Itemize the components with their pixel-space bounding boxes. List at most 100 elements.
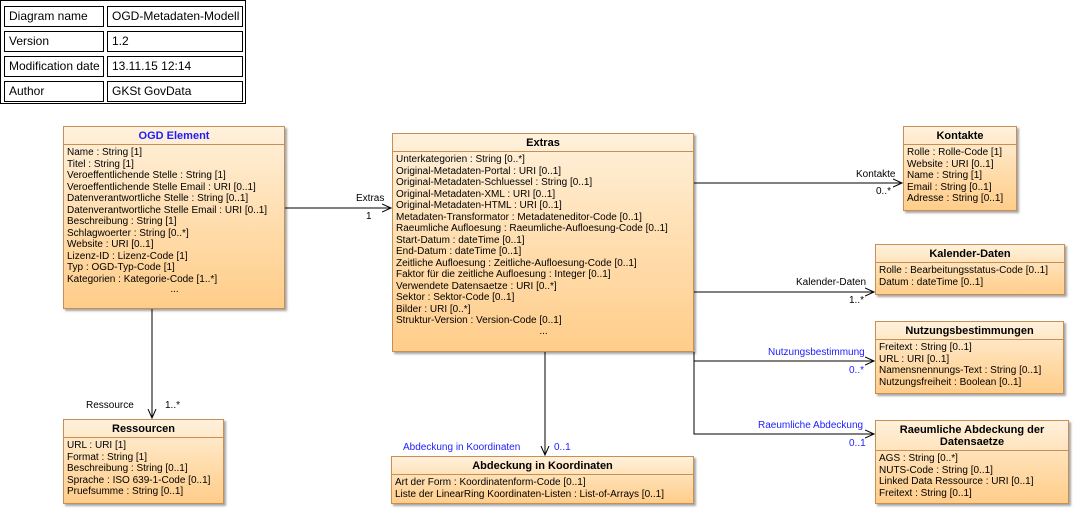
attribute: Metadaten-Transformator : Metadatenedito…: [396, 211, 642, 223]
attribute: Verwendete Datensaetze : URI [0..*]: [396, 280, 557, 292]
role-label-koordinaten: Abdeckung in Koordinaten: [403, 442, 521, 453]
multiplicity-extras: 1: [366, 211, 372, 222]
attribute: Raeumliche Aufloesung : Raeumliche-Auflo…: [396, 223, 668, 234]
info-row: Version 1.2: [1, 29, 247, 54]
class-title: Extras: [393, 134, 693, 152]
attribute: Namensnennungs-Text : String [0..1]: [879, 365, 1042, 376]
info-key: Modification date: [4, 56, 104, 77]
attribute: Original-Metadaten-HTML : URI [0..1]: [396, 200, 562, 211]
attribute: Datenverantwortliche Stelle : String [0.…: [67, 193, 249, 204]
attribute: Email : String [0..1]: [907, 181, 992, 193]
info-value: OGD-Metadaten-Modell: [107, 6, 243, 27]
attribute: Original-Metadaten-XML : URI [0..1]: [396, 188, 556, 200]
attribute: URL : URI [1]: [67, 440, 127, 451]
role-label-kontakte: Kontakte: [856, 169, 896, 180]
attribute: Faktor für die zeitliche Aufloesung : In…: [396, 269, 611, 280]
attribute: End-Datum : dateTime [0..1]: [396, 246, 522, 257]
class-title: Nutzungsbestimmungen: [876, 322, 1063, 340]
attribute: Unterkategorien : String [0..*]: [396, 154, 525, 165]
attribute: Schlagwoerter : String [0..*]: [67, 227, 189, 239]
multiplicity-kalender: 1..*: [849, 295, 865, 306]
attribute: Start-Datum : dateTime [0..1]: [396, 234, 525, 246]
attribute: Rolle : Bearbeitungsstatus-Code [0..1]: [879, 265, 1048, 276]
attribute: Veroeffentlichende Stelle : String [1]: [67, 170, 226, 181]
class-ogd-element[interactable]: OGD Element Name : String [1] Titel : St…: [63, 126, 285, 309]
attribute-list: Art der Form : Koordinatenform-Code [0..…: [392, 475, 693, 500]
info-row: Author GKSt GovData: [1, 79, 247, 104]
class-abdeckung-koordinaten[interactable]: Abdeckung in Koordinaten Art der Form : …: [391, 456, 694, 504]
attribute: Bilder : URI [0..*]: [396, 303, 471, 315]
class-nutzungsbestimmungen[interactable]: Nutzungsbestimmungen Freitext : String […: [875, 321, 1064, 394]
role-label-raeumlich: Raeumliche Abdeckung: [758, 420, 864, 431]
class-title: Ressourcen: [64, 420, 223, 438]
info-row: Diagram name OGD-Metadaten-Modell: [1, 4, 247, 29]
attribute-list: Rolle : Bearbeitungsstatus-Code [0..1] D…: [876, 263, 1064, 288]
attribute: Rolle : Rolle-Code [1]: [907, 147, 1003, 158]
attribute: Beschreibung : String [0..1]: [67, 463, 188, 474]
attribute: Original-Metadaten-Portal : URI [0..1]: [396, 165, 562, 177]
attribute: NUTS-Code : String [0..1]: [879, 464, 993, 476]
attribute: Titel : String [1]: [67, 158, 134, 170]
more-ellipsis: ...: [539, 325, 548, 337]
multiplicity-raeumlich: 0..1: [849, 438, 866, 449]
diagram-info-table: Diagram name OGD-Metadaten-Modell Versio…: [0, 0, 246, 104]
attribute: Freitext : String [0..1]: [879, 487, 972, 499]
attribute: Format : String [1]: [67, 451, 148, 463]
class-extras[interactable]: Extras Unterkategorien : String [0..*] O…: [392, 133, 694, 352]
attribute: Kategorien : Kategorie-Code [1..*]: [67, 273, 218, 285]
info-row: Modification date 13.11.15 12:14: [1, 54, 247, 79]
attribute: Typ : OGD-Typ-Code [1]: [67, 262, 175, 273]
role-label-ressourcen: Ressource: [86, 400, 134, 411]
attribute: Beschreibung : String [1]: [67, 216, 177, 227]
attribute: URL : URI [0..1]: [879, 353, 950, 365]
class-title: Abdeckung in Koordinaten: [392, 457, 693, 475]
class-title: Raeumliche Abdeckung der Datensaetze: [876, 421, 1068, 451]
info-value: 1.2: [107, 31, 243, 52]
attribute-list: Freitext : String [0..1] URL : URI [0..1…: [876, 340, 1063, 388]
attribute: Website : URI [0..1]: [67, 239, 154, 250]
multiplicity-ressourcen: 1..*: [165, 400, 181, 411]
attribute: Sektor : Sektor-Code [0..1]: [396, 292, 515, 303]
class-title: Kontakte: [904, 127, 1016, 145]
role-label-extras: Extras: [356, 193, 385, 204]
attribute: Original-Metadaten-Schluessel : String […: [396, 177, 593, 188]
attribute: Sprache : ISO 639-1-Code [0..1]: [67, 474, 211, 486]
attribute: Nutzungsfreiheit : Boolean [0..1]: [879, 376, 1022, 388]
class-kalender-daten[interactable]: Kalender-Daten Rolle : Bearbeitungsstatu…: [875, 244, 1065, 295]
multiplicity-koordinaten: 0..1: [554, 442, 571, 453]
info-key: Diagram name: [4, 6, 104, 27]
attribute: Website : URI [0..1]: [907, 158, 994, 170]
info-value: GKSt GovData: [107, 81, 243, 102]
attribute: Adresse : String [0..1]: [907, 193, 1004, 204]
more-ellipsis: ...: [170, 284, 179, 295]
role-label-kalender: Kalender-Daten: [796, 277, 867, 288]
role-label-nutzung: Nutzungsbestimmung: [768, 347, 865, 358]
attribute: Pruefsumme : String [0..1]: [67, 486, 184, 497]
class-ressourcen[interactable]: Ressourcen URL : URI [1] Format : String…: [63, 419, 224, 504]
info-key: Author: [4, 81, 104, 102]
attribute: AGS : String [0..*]: [879, 453, 958, 464]
attribute: Struktur-Version : Version-Code [0..1]: [396, 315, 562, 326]
attribute: Datenverantwortliche Stelle Email : URI …: [67, 204, 268, 216]
attribute-list: Rolle : Rolle-Code [1] Website : URI [0.…: [904, 145, 1016, 205]
attribute: Art der Form : Koordinatenform-Code [0..…: [395, 477, 586, 488]
attribute: Name : String [1]: [67, 147, 143, 158]
class-kontakte[interactable]: Kontakte Rolle : Rolle-Code [1] Website …: [903, 126, 1017, 211]
info-value: 13.11.15 12:14: [107, 56, 243, 77]
attribute-list: URL : URI [1] Format : String [1] Beschr…: [64, 438, 223, 498]
attribute: Datum : dateTime [0..1]: [879, 276, 984, 288]
attribute: Linked Data Ressource : URI [0..1]: [879, 476, 1034, 487]
class-raeumliche-abdeckung[interactable]: Raeumliche Abdeckung der Datensaetze AGS…: [875, 420, 1069, 504]
multiplicity-kontakte: 0..*: [876, 186, 892, 197]
class-title: OGD Element: [64, 127, 284, 145]
attribute-list: Unterkategorien : String [0..*] Original…: [393, 152, 693, 337]
attribute: Veroeffentlichende Stelle Email : URI [0…: [67, 181, 256, 193]
info-key: Version: [4, 31, 104, 52]
assoc-line-raeumlich: [693, 352, 874, 434]
class-title: Kalender-Daten: [876, 245, 1064, 263]
attribute: Zeitliche Aufloesung : Zeitliche-Aufloes…: [396, 257, 637, 269]
attribute: Liste der LinearRing Koordinaten-Listen …: [395, 488, 665, 500]
attribute: Name : String [1]: [907, 170, 983, 181]
attribute: Lizenz-ID : Lizenz-Code [1]: [67, 250, 188, 262]
